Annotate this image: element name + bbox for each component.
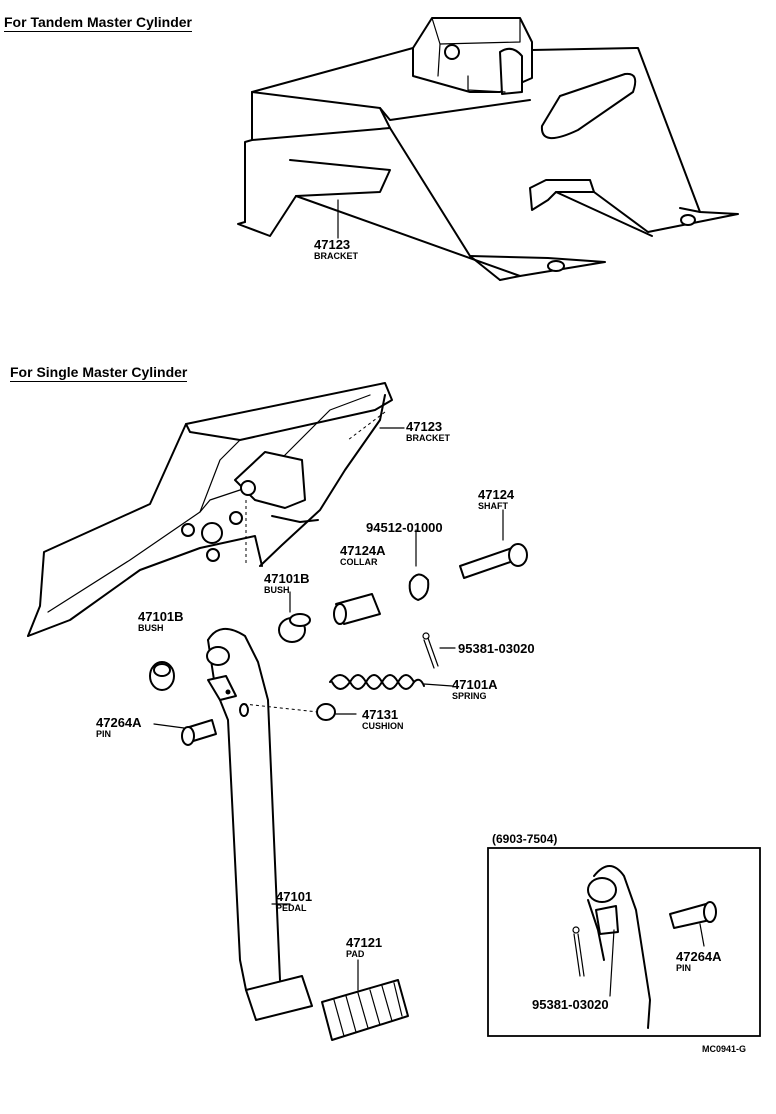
- part-name: PIN: [676, 963, 692, 973]
- part-name: PIN: [96, 729, 112, 739]
- shaft-drawing: [459, 509, 528, 579]
- part-name: SPRING: [452, 691, 487, 701]
- part-number: 47101: [276, 889, 313, 904]
- diagram-code: MC0941-G: [702, 1044, 747, 1054]
- part-number: 47101B: [264, 571, 310, 586]
- part-number: 47101B: [138, 609, 184, 624]
- bush-upper-drawing: [278, 591, 311, 643]
- part-name: CUSHION: [362, 721, 404, 731]
- washer-drawing: [408, 529, 430, 601]
- callout-pedal: 47101 PEDAL: [276, 890, 312, 913]
- callout-inset-pin: 47264A PIN: [676, 950, 722, 973]
- collar-drawing: [333, 593, 381, 625]
- cushion-drawing: [243, 703, 357, 721]
- part-name: COLLAR: [340, 557, 378, 567]
- callout-bracket-single: 47123 BRACKET: [406, 420, 450, 443]
- inset-frame: [487, 847, 761, 1037]
- inset-heading: (6903-7504): [492, 832, 558, 846]
- inset-drawing: [572, 865, 717, 1029]
- part-number: 47124A: [340, 543, 386, 558]
- part-name: PAD: [346, 949, 365, 959]
- part-number: 47123: [314, 237, 351, 252]
- spring-drawing: [329, 674, 453, 690]
- callout-cushion: 47131 CUSHION: [362, 708, 404, 731]
- tandem-section-heading: For Tandem Master Cylinder: [4, 14, 193, 32]
- part-name: PEDAL: [276, 903, 307, 913]
- single-bracket-drawing: [27, 382, 405, 637]
- callout-washer: 94512-01000: [366, 520, 443, 535]
- part-number: 47264A: [96, 715, 142, 730]
- part-number: 47121: [346, 935, 383, 950]
- part-name: BUSH: [264, 585, 290, 595]
- callout-spring: 47101A SPRING: [452, 678, 498, 701]
- tandem-bracket-drawing: [237, 17, 739, 281]
- part-number: 47264A: [676, 949, 722, 964]
- part-number: 47131: [362, 707, 399, 722]
- callout-bush-left: 47101B BUSH: [138, 610, 184, 633]
- pedal-drawing: [206, 628, 409, 1041]
- part-name: SHAFT: [478, 501, 508, 511]
- part-name: BRACKET: [314, 251, 358, 261]
- callout-bush-upper: 47101B BUSH: [264, 572, 310, 595]
- callout-pin: 47264A PIN: [96, 716, 142, 739]
- cotter-pin-drawing: [422, 632, 456, 669]
- callout-shaft: 47124 SHAFT: [478, 488, 514, 511]
- callout-bracket-tandem: 47123 BRACKET: [314, 238, 358, 261]
- callout-inset-cotter-pin: 95381-03020: [532, 997, 609, 1012]
- part-name: BRACKET: [406, 433, 450, 443]
- callout-cotter-pin: 95381-03020: [458, 641, 535, 656]
- callout-pad: 47121 PAD: [346, 936, 382, 959]
- part-number: 47124: [478, 487, 515, 502]
- bush-left-drawing: [149, 661, 175, 691]
- callout-collar: 47124A COLLAR: [340, 544, 386, 567]
- pin-drawing: [153, 719, 217, 746]
- single-section-heading: For Single Master Cylinder: [10, 364, 188, 382]
- part-number: 47101A: [452, 677, 498, 692]
- part-name: BUSH: [138, 623, 164, 633]
- part-number: 47123: [406, 419, 443, 434]
